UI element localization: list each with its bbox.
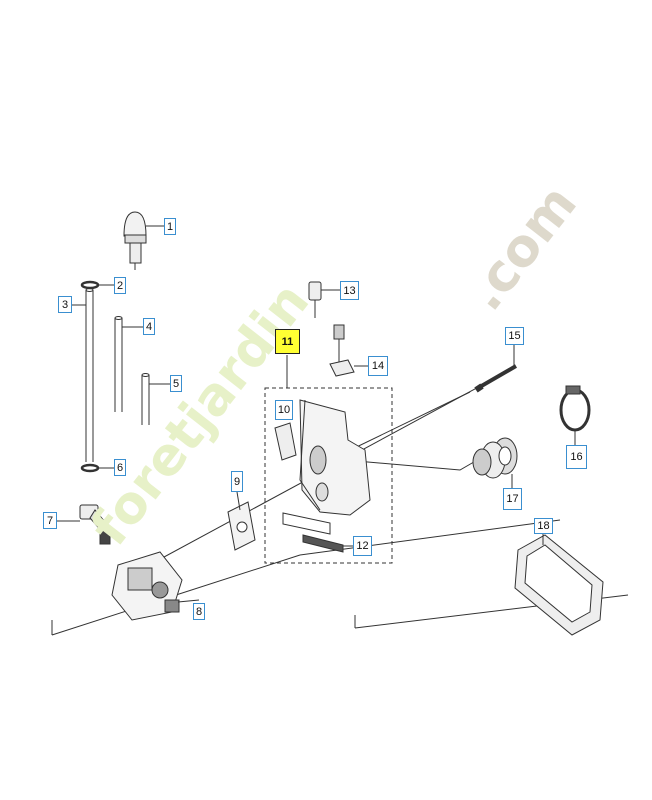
callout-15[interactable]: 15 — [505, 327, 524, 345]
callout-3[interactable]: 3 — [58, 296, 72, 313]
callout-6[interactable]: 6 — [114, 459, 126, 476]
intake-bracket-part — [299, 399, 371, 516]
callout-18[interactable]: 18 — [534, 518, 553, 534]
carburettor-part — [111, 551, 183, 621]
elbow-fitting-part — [79, 504, 111, 545]
long-rod-part — [85, 288, 94, 462]
long-bolt-part — [474, 364, 518, 393]
callout-14[interactable]: 14 — [368, 356, 388, 376]
small-bracket-part — [329, 324, 355, 377]
callout-4[interactable]: 4 — [143, 318, 155, 335]
callout-13[interactable]: 13 — [340, 281, 359, 300]
hose-clamp-part — [559, 385, 591, 432]
leader-9 — [236, 491, 241, 511]
primer-bulb-part — [123, 211, 147, 270]
callout-12[interactable]: 12 — [353, 536, 372, 556]
callout-8[interactable]: 8 — [193, 603, 205, 620]
callout-1[interactable]: 1 — [164, 218, 176, 235]
callout-9[interactable]: 9 — [231, 471, 243, 492]
rod-part-5 — [141, 373, 150, 425]
axis-line-2 — [339, 391, 471, 456]
callout-7[interactable]: 7 — [43, 512, 57, 529]
clip-part — [274, 422, 297, 461]
strip-part — [282, 512, 344, 553]
callout-11[interactable]: 11 — [275, 329, 300, 354]
callout-10[interactable]: 10 — [275, 400, 293, 420]
callout-2[interactable]: 2 — [114, 277, 126, 294]
rod-part-4 — [114, 316, 123, 412]
callout-17[interactable]: 17 — [503, 488, 522, 510]
group-box-11 — [264, 387, 393, 564]
filter-frame-part — [514, 534, 604, 636]
callout-16[interactable]: 16 — [566, 445, 587, 469]
o-ring-top — [80, 280, 100, 290]
leader-8 — [177, 599, 200, 603]
intake-boot-part — [472, 437, 518, 479]
o-ring-bottom — [80, 463, 100, 473]
callout-5[interactable]: 5 — [170, 375, 182, 392]
screw-part — [308, 281, 322, 318]
